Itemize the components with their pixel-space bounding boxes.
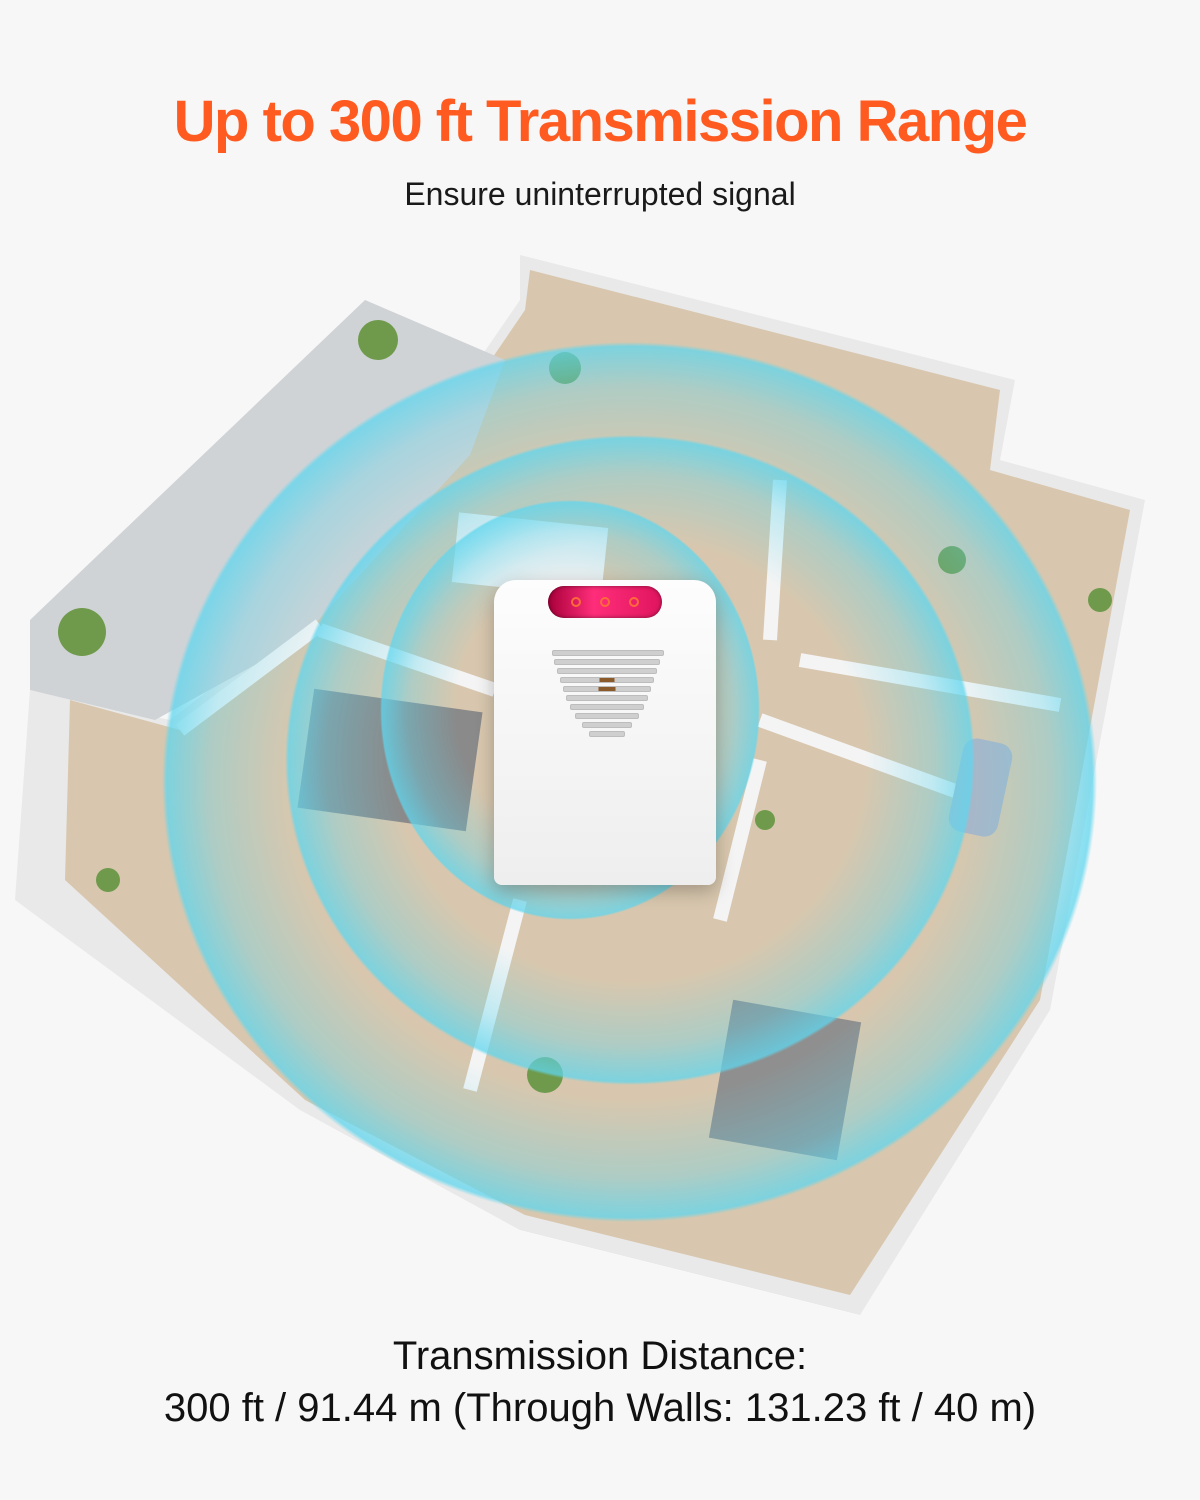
subheadline: Ensure uninterrupted signal xyxy=(404,176,796,212)
led-icon xyxy=(628,597,639,607)
wireless-receiver-device xyxy=(494,580,716,885)
caption-line-2: 300 ft / 91.44 m (Through Walls: 131.23 … xyxy=(163,1386,1037,1430)
headline: Up to 300 ft Transmission Range xyxy=(173,89,1028,154)
led-icon xyxy=(599,597,610,607)
led-indicator-bar xyxy=(548,586,662,618)
caption-line-1: Transmission Distance: xyxy=(392,1334,808,1378)
speaker-grille-icon xyxy=(552,650,664,740)
led-icon xyxy=(571,597,582,607)
transmission-distance-caption: Transmission Distance: 300 ft / 91.44 m … xyxy=(0,1330,1200,1434)
floorplan-illustration xyxy=(0,240,1200,1320)
